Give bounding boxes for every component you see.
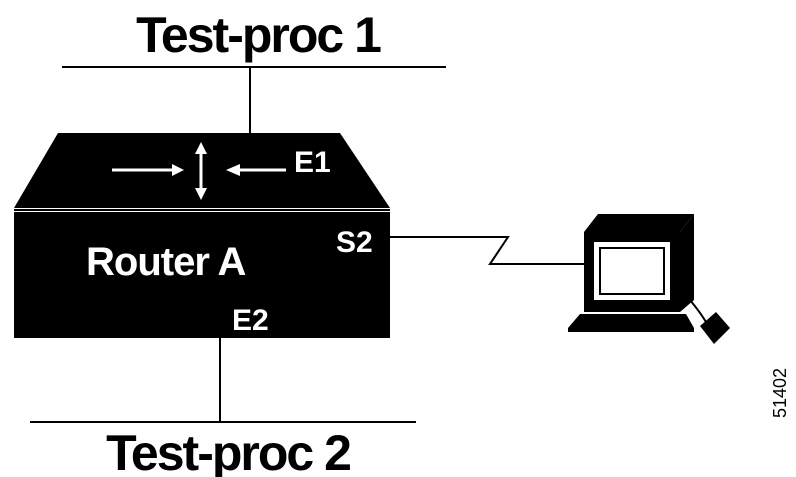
network-segment-top: Test-proc 1 — [62, 7, 446, 68]
network-label-top: Test-proc 1 — [136, 7, 381, 63]
router-front-face — [14, 212, 390, 338]
switching-arrows-icon — [112, 142, 286, 200]
port-label-e1: E1 — [294, 146, 331, 179]
figure-id: 51402 — [770, 368, 790, 418]
serial-link — [390, 236, 584, 265]
router: E1 Router A S2 E2 — [14, 133, 390, 338]
network-label-bottom: Test-proc 2 — [106, 425, 350, 477]
router-label: Router A — [86, 240, 246, 284]
network-segment-bottom: Test-proc 2 — [30, 421, 416, 477]
terminal-icon — [568, 214, 730, 344]
port-label-e2: E2 — [232, 304, 269, 337]
port-label-s2: S2 — [336, 226, 373, 259]
